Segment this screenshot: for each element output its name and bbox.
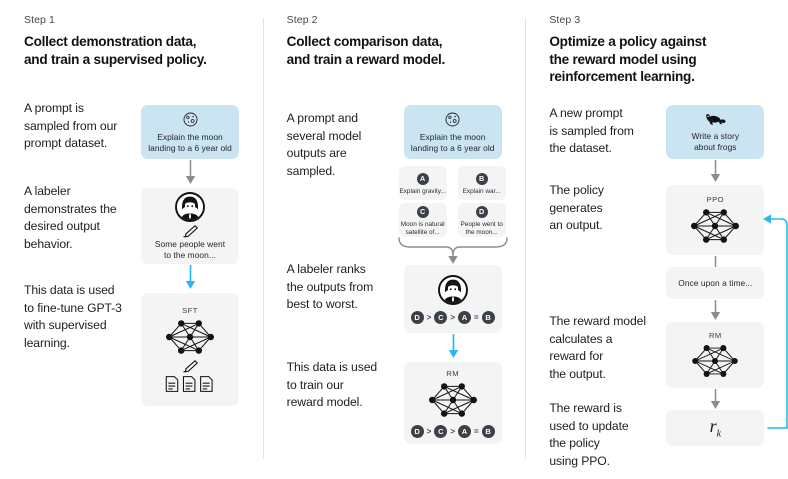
- moon-icon: [182, 111, 199, 132]
- blue-feedback-loop-arrow: [763, 214, 788, 429]
- output-badge: C: [416, 205, 429, 218]
- prompt-card[interactable]: Explain the moon landing to a 6 year old: [403, 105, 502, 159]
- step-title: Optimize a policy against the reward mod…: [549, 34, 707, 84]
- column-divider: [525, 18, 527, 459]
- output-text: Explain gravity...: [399, 187, 446, 195]
- output-badge: A: [416, 172, 429, 185]
- model-tag: SFT: [182, 306, 198, 315]
- caption-new-prompt: A new prompt is sampled from the dataset…: [549, 106, 634, 156]
- arrow-down-gray: [185, 160, 196, 184]
- labeler-output-text: Some people went to the moon...: [154, 239, 226, 260]
- generated-output-text: Once upon a time...: [678, 277, 753, 288]
- output-badge: D: [475, 205, 488, 218]
- step-1-column: Step 1 Collect demonstration data, and t…: [0, 0, 263, 479]
- rank-operator: >: [450, 426, 455, 436]
- caption-reward-model-calculates: The reward model calculates a reward for…: [549, 314, 646, 381]
- arrow-down-gray: [711, 160, 721, 182]
- step-label: Step 2: [286, 14, 318, 26]
- labeler-card[interactable]: Some people went to the moon...: [141, 188, 239, 264]
- sample-output-card-a[interactable]: A Explain gravity...: [398, 166, 447, 200]
- sample-output-card-c[interactable]: C Moon is natural satellite of...: [398, 203, 447, 237]
- step-3-column: Step 3 Optimize a policy against the rew…: [525, 0, 788, 479]
- sample-output-card-b[interactable]: B Explain war...: [457, 166, 506, 200]
- frog-icon: [702, 112, 728, 131]
- rank-operator: >: [450, 313, 455, 322]
- caption-prompt-sampled: A prompt is sampled from our prompt data…: [24, 101, 118, 151]
- reward-value-card[interactable]: rk: [666, 410, 765, 446]
- caption-labeler-demonstrates: A labeler demonstrates the desired outpu…: [24, 184, 117, 251]
- arrow-down-blue: [185, 265, 196, 289]
- reward-formula: rk: [710, 416, 721, 440]
- ranking-row: D > C > A = B: [410, 311, 495, 324]
- step-label: Step 3: [549, 14, 581, 26]
- output-text: Moon is natural satellite of...: [400, 220, 445, 236]
- rank-operator: =: [473, 426, 479, 436]
- step-label: Step 1: [24, 14, 55, 26]
- rank-badge: C: [434, 311, 448, 324]
- prompt-card[interactable]: Explain the moon landing to a 6 year old: [141, 105, 239, 159]
- prompt-text: Explain the moon landing to a 6 year old: [410, 131, 495, 153]
- prompt-card[interactable]: Write a story about frogs: [666, 105, 765, 159]
- neural-network-icon: [162, 317, 218, 357]
- caption-reward-updates-policy: The reward is used to update the policy …: [549, 401, 629, 468]
- arrow-down-gray: [711, 389, 721, 409]
- neural-network-icon: [687, 206, 743, 246]
- model-tag: PPO: [706, 194, 724, 204]
- model-tag: RM: [708, 330, 722, 340]
- caption-finetune-gpt3: This data is used to fine-tune GPT-3 wit…: [24, 283, 122, 350]
- generated-output-card[interactable]: Once upon a time...: [666, 267, 765, 299]
- reward-model-card[interactable]: RM: [666, 322, 765, 388]
- rank-badge: D: [410, 311, 424, 324]
- arrow-down-blue: [448, 334, 458, 358]
- ranking-row: D > C > A = B: [410, 424, 495, 438]
- step-2-column: Step 2 Collect comparison data, and trai…: [262, 0, 526, 479]
- sft-model-card[interactable]: SFT: [141, 293, 239, 406]
- rank-badge: B: [481, 311, 495, 324]
- neural-network-icon: [425, 380, 481, 420]
- caption-train-reward-model: This data is used to train our reward mo…: [286, 360, 378, 410]
- rank-operator: >: [426, 426, 432, 436]
- neural-network-icon: [688, 342, 742, 380]
- output-text: Explain war...: [462, 187, 501, 195]
- step-title: Collect comparison data, and train a rew…: [286, 34, 446, 67]
- caption-policy-generates: The policy generates an output.: [549, 183, 604, 233]
- labeler-person-icon: [174, 191, 206, 223]
- pencil-icon: [182, 360, 198, 373]
- rank-badge: B: [481, 424, 495, 438]
- output-text: People went to the moon...: [460, 220, 503, 236]
- sample-output-card-d[interactable]: D People went to the moon...: [457, 203, 506, 237]
- labeler-ranking-card[interactable]: D > C > A = B: [403, 265, 502, 333]
- arrow-down-gray: [711, 300, 721, 320]
- rank-badge: C: [434, 424, 448, 438]
- documents-icon: [164, 375, 216, 393]
- pencil-icon: [182, 225, 198, 238]
- ppo-policy-card[interactable]: PPO: [666, 185, 765, 255]
- rank-operator: =: [473, 313, 479, 322]
- reward-symbol: r: [709, 416, 717, 437]
- brace-collector-arrow: [397, 237, 508, 264]
- rank-badge: D: [410, 424, 424, 438]
- caption-labeler-ranks: A labeler ranks the outputs from best to…: [286, 262, 374, 312]
- moon-icon: [444, 111, 461, 132]
- rank-operator: >: [426, 313, 432, 322]
- prompt-text: Write a story about frogs: [691, 130, 740, 152]
- reward-subscript: k: [716, 428, 722, 440]
- caption-prompt-and-outputs: A prompt and several model outputs are s…: [286, 111, 362, 178]
- labeler-person-icon: [437, 274, 469, 306]
- rank-badge: A: [457, 424, 471, 438]
- rank-badge: A: [457, 311, 471, 324]
- reward-model-card[interactable]: RM: [403, 362, 502, 444]
- prompt-text: Explain the moon landing to a 6 year old: [148, 131, 232, 153]
- model-tag: RM: [446, 368, 460, 378]
- step-title: Collect demonstration data, and train a …: [24, 34, 207, 67]
- output-badge: B: [475, 172, 488, 185]
- column-divider: [262, 18, 264, 459]
